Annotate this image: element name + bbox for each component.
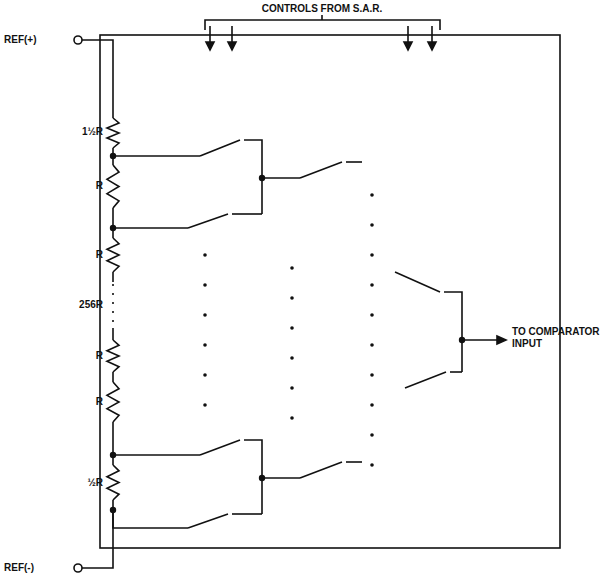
switch-wire <box>450 371 462 373</box>
continuation-dot <box>290 266 294 270</box>
switch-blade <box>200 140 240 156</box>
resistor-label: R <box>96 350 103 362</box>
switch-blade <box>300 462 342 478</box>
continuation-dot <box>203 313 207 317</box>
resistor-symbol <box>107 382 119 422</box>
continuation-dot <box>290 416 294 420</box>
continuation-dots <box>110 153 465 513</box>
control-arrowhead <box>404 42 412 50</box>
junction-dot <box>110 153 116 159</box>
continuation-dot <box>290 326 294 330</box>
switch-wire <box>346 461 362 463</box>
ladder-wire <box>112 208 114 238</box>
ladder-wire <box>112 328 114 340</box>
switch-wire <box>262 177 300 179</box>
resistor-label: 1½R <box>82 126 103 138</box>
resistor-label: 256R <box>79 299 103 311</box>
ref-minus-terminal <box>74 564 82 572</box>
ref-plus-terminal <box>74 36 82 44</box>
junction-dot <box>259 475 265 481</box>
output-arrow <box>497 336 506 344</box>
junction-dot <box>259 175 265 181</box>
continuation-dot <box>370 283 374 287</box>
signal-label: CONTROLS FROM S.A.R. <box>262 3 383 15</box>
switch-wire <box>232 213 262 215</box>
continuation-dot <box>203 283 207 287</box>
continuation-dot <box>203 343 207 347</box>
resistor-label: R <box>96 249 103 261</box>
switch-tree <box>113 26 506 528</box>
pin-label: REF(+) <box>4 34 37 46</box>
continuation-dot <box>290 386 294 390</box>
resistor-label: ½R <box>87 477 103 489</box>
control-arrowhead <box>228 42 236 50</box>
continuation-dot <box>370 223 374 227</box>
continuation-dot <box>370 343 374 347</box>
control-arrowhead <box>206 42 214 50</box>
switch-wire <box>262 477 300 479</box>
signal-label: TO COMPARATOR INPUT <box>512 326 604 349</box>
tap-wire <box>113 454 200 456</box>
resistor-label: R <box>96 180 103 192</box>
resistor-symbol <box>107 238 119 272</box>
continuation-dot <box>370 313 374 317</box>
tap-wire <box>113 510 188 528</box>
resistor-label: R <box>96 396 103 408</box>
pin-label: REF(-) <box>4 562 34 574</box>
switch-blade <box>188 514 228 528</box>
continuation-dot <box>203 373 207 377</box>
resistor-symbol <box>107 465 119 500</box>
continuation-dot <box>370 253 374 257</box>
continuation-dot <box>370 193 374 197</box>
switch-wire <box>444 292 462 372</box>
resistor-symbol <box>107 340 119 372</box>
continuation-dot <box>203 403 207 407</box>
continuation-dot <box>370 463 374 467</box>
resistor-chain <box>107 118 119 500</box>
ladder-wire <box>112 422 114 465</box>
switch-blade <box>300 162 342 178</box>
continuation-dot <box>370 433 374 437</box>
output-wire <box>462 339 500 341</box>
tap-wire <box>113 155 200 157</box>
continuation-dot <box>290 356 294 360</box>
chip-outline <box>100 35 560 548</box>
junction-dot <box>110 507 116 513</box>
resistor-symbol <box>107 165 119 208</box>
continuation-dot <box>370 403 374 407</box>
continuation-dot <box>370 373 374 377</box>
tap-wire <box>113 227 188 229</box>
switch-blade <box>200 440 240 455</box>
ladder-wire <box>112 272 114 282</box>
ref-plus-wire <box>82 40 113 118</box>
junction-dot <box>110 225 116 231</box>
control-bracket <box>205 20 440 30</box>
switch-blade <box>395 272 440 292</box>
switch-wire <box>346 161 362 163</box>
switch-blade <box>405 372 446 388</box>
bracket-tick <box>321 15 323 20</box>
switch-wire <box>232 513 262 515</box>
junction-dot <box>110 452 116 458</box>
ladder-wire <box>112 372 114 382</box>
control-arrowhead <box>428 42 436 50</box>
ref-minus-wire <box>82 500 113 568</box>
omitted-resistors <box>112 284 114 326</box>
continuation-dot <box>203 253 207 257</box>
switch-blade <box>188 214 228 228</box>
junction-dot <box>459 337 465 343</box>
resistor-symbol <box>107 118 119 148</box>
continuation-dot <box>290 296 294 300</box>
